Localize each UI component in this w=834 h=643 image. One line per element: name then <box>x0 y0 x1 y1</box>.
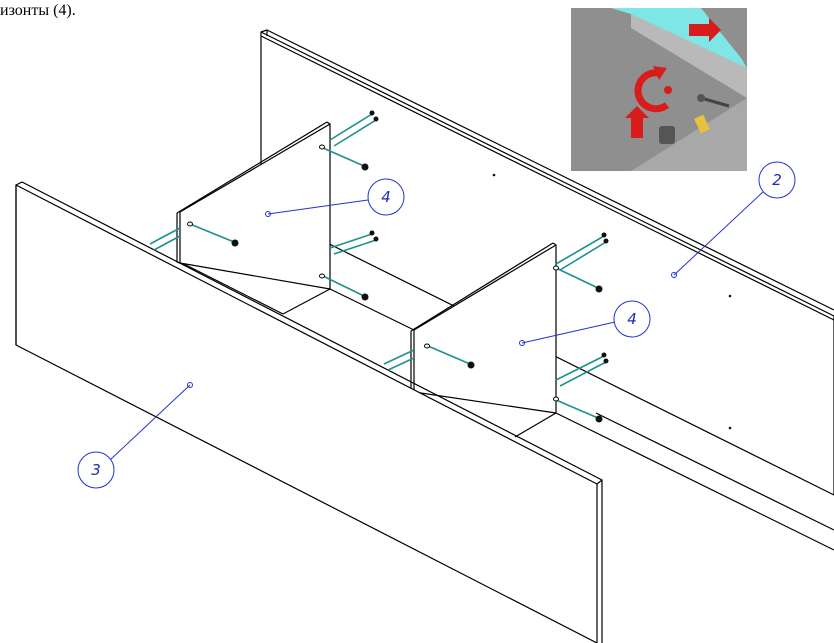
screw-heads <box>231 110 732 430</box>
callout-label: 4 <box>627 310 637 328</box>
divider-panel-4a <box>176 121 331 290</box>
arrow-up-icon <box>625 106 649 138</box>
callout-4a: 4 <box>367 178 405 216</box>
front-panel-3 <box>15 181 603 643</box>
drill-holes <box>187 144 559 402</box>
callout-label: 3 <box>91 461 101 479</box>
arrow-right-icon <box>689 18 721 42</box>
dowel-lines <box>149 113 607 419</box>
callout-label: 2 <box>772 171 782 189</box>
callout-2: 2 <box>758 161 796 199</box>
brass-insert <box>694 114 710 134</box>
callout-leaders <box>109 191 764 461</box>
cam-lock <box>659 126 675 144</box>
detail-inset <box>571 8 747 171</box>
callout-3: 3 <box>77 451 115 489</box>
callout-4b: 4 <box>613 300 651 338</box>
rotate-arrow-icon <box>634 69 670 113</box>
bottom-panel-edge <box>179 261 834 551</box>
callout-label: 4 <box>381 188 391 206</box>
instruction-caption: изонты (4). <box>0 2 76 19</box>
